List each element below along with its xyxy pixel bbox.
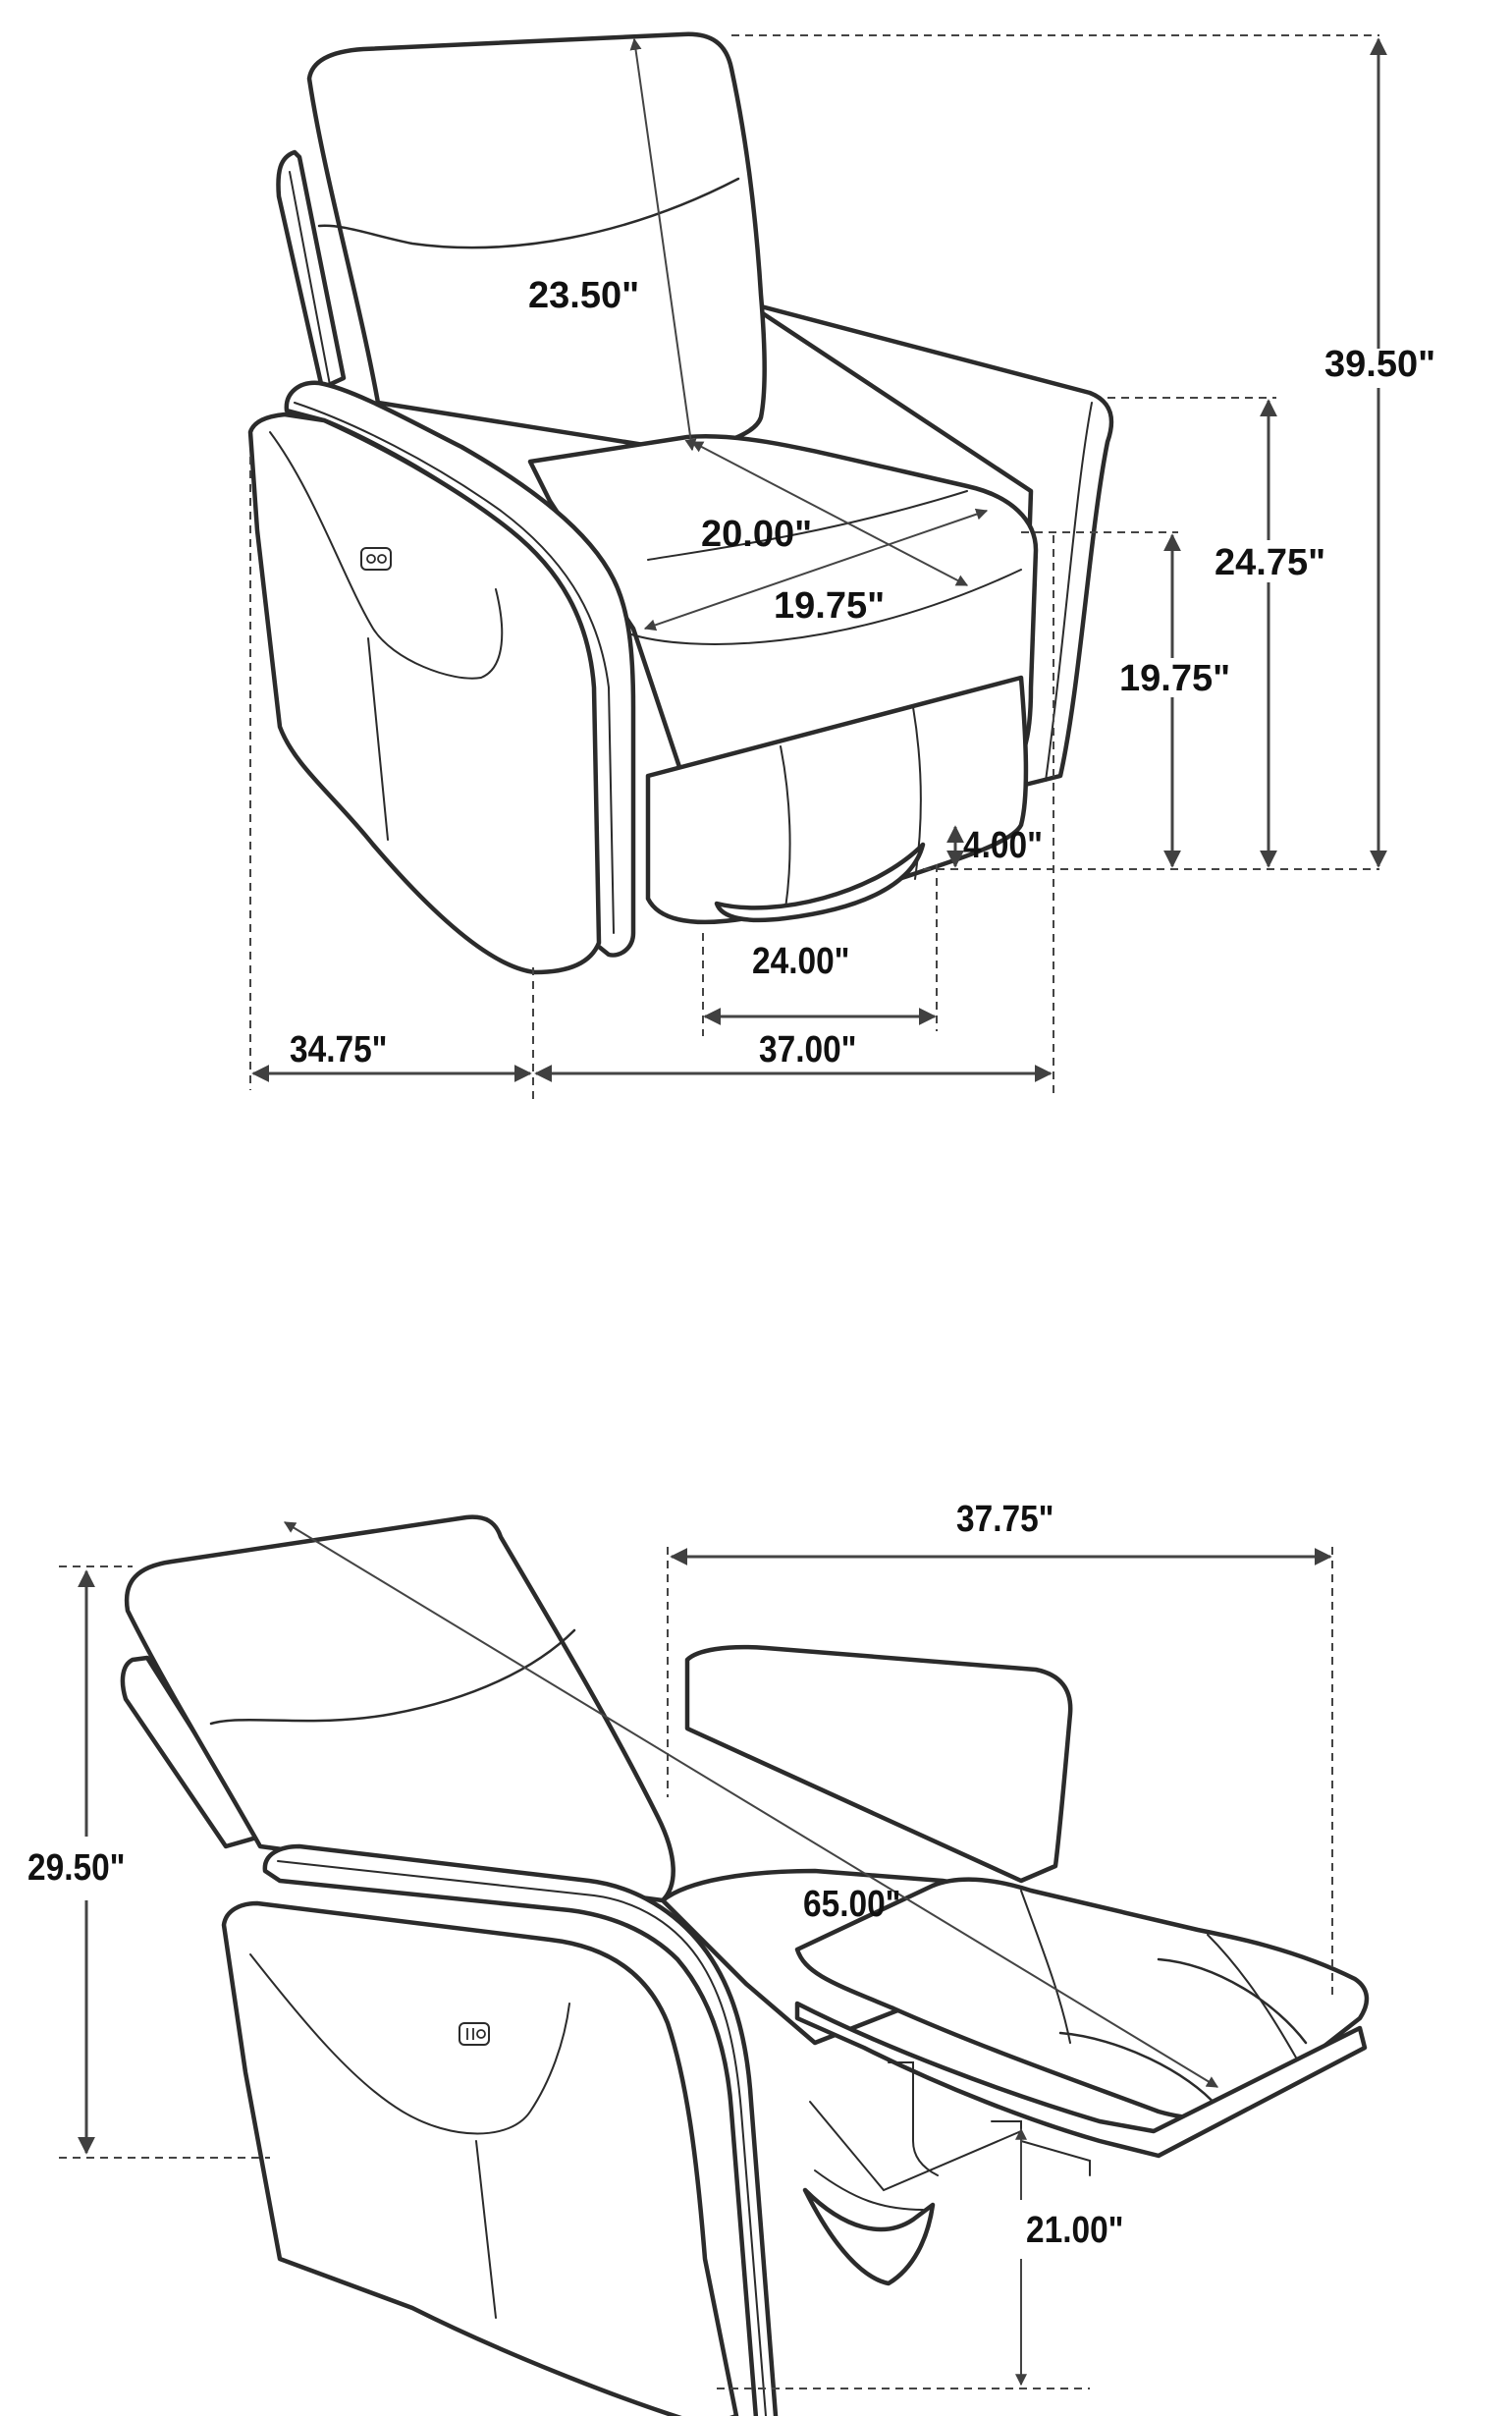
reclined-dimension-lines (59, 1521, 1333, 2389)
label-base-diameter: 24.00" (752, 941, 850, 982)
label-depth: 34.75" (290, 1029, 388, 1071)
label-footrest-height: 21.00" (1026, 2210, 1124, 2251)
label-arm-height: 24.75" (1215, 542, 1326, 583)
label-base-clearance: 4.00" (963, 825, 1043, 866)
label-reclined-length: 65.00" (803, 1884, 901, 1925)
label-width: 37.00" (759, 1029, 857, 1071)
upright-dimension-lines (249, 34, 1387, 1105)
power-recline-button-icon (459, 2022, 490, 2046)
label-seat-height: 19.75" (1119, 658, 1231, 699)
label-seat-depth: 20.00" (701, 514, 813, 555)
reclined-recliner-drawing (120, 1514, 1370, 2416)
label-seat-width: 19.75" (774, 585, 886, 627)
label-back-height: 23.50" (528, 275, 640, 316)
label-reclined-depth: 37.75" (956, 1499, 1054, 1540)
label-overall-height: 39.50" (1324, 344, 1436, 385)
power-recline-button-icon (360, 547, 392, 571)
label-reclined-height: 29.50" (27, 1847, 126, 1889)
